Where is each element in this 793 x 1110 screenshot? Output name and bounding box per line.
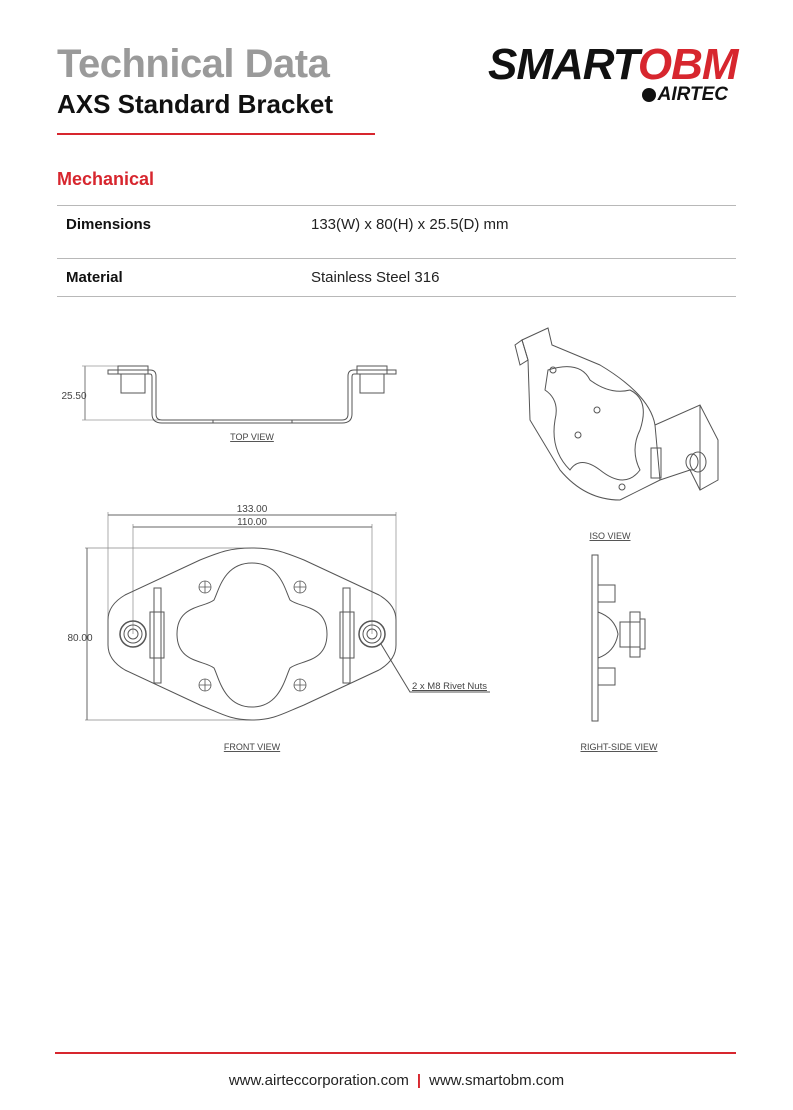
height-dimension: 80.00: [67, 633, 92, 644]
depth-dimension: 25.50: [61, 391, 86, 402]
front-view: 133.00 110.00 80.00 2 x M8 Rivet Nuts FR…: [67, 504, 490, 752]
table-rule: [57, 258, 736, 259]
table-rule: [57, 296, 736, 297]
logo-smart: SMART: [488, 40, 639, 89]
spec-label: Dimensions: [66, 216, 152, 233]
table-rule: [57, 205, 736, 206]
hole-spacing-dimension: 110.00: [237, 517, 267, 528]
spec-value: 133(W) x 80(H) x 25.5(D) mm: [311, 216, 509, 233]
spec-label: Material: [66, 269, 123, 286]
logo-obm: OBM: [637, 40, 739, 89]
title-divider: [57, 133, 375, 135]
footer-divider: [55, 1052, 736, 1054]
airtec-dot-icon: [641, 88, 656, 102]
footer-separator: |: [416, 1072, 422, 1089]
right-side-view-caption: RIGHT-SIDE VIEW: [580, 742, 658, 752]
footer: www.airteccorporation.com | www.smartobm.c…: [0, 1072, 793, 1089]
airtec-website-link[interactable]: www.airteccorporation.com: [228, 1072, 409, 1089]
top-view: 25.50 TOP VIEW: [61, 365, 397, 442]
width-dimension: 133.00: [237, 504, 268, 515]
spec-value: Stainless Steel 316: [311, 269, 440, 286]
right-side-view: RIGHT-SIDE VIEW: [580, 554, 658, 752]
logo-airtec: AIRTEC: [657, 84, 728, 105]
rivet-nut-callout: 2 x M8 Rivet Nuts: [412, 681, 487, 692]
section-title: Mechanical: [57, 169, 155, 189]
front-view-caption: FRONT VIEW: [224, 742, 281, 752]
product-name: AXS Standard Bracket: [57, 89, 333, 119]
smartobm-website-link[interactable]: www.smartobm.com: [429, 1072, 565, 1089]
top-view-caption: TOP VIEW: [230, 432, 274, 442]
iso-view: ISO VIEW: [514, 327, 719, 541]
page-title: Technical Data: [57, 42, 330, 86]
smartobm-logo: SMARTOBM AIRTEC: [488, 40, 738, 110]
iso-view-caption: ISO VIEW: [589, 531, 631, 541]
